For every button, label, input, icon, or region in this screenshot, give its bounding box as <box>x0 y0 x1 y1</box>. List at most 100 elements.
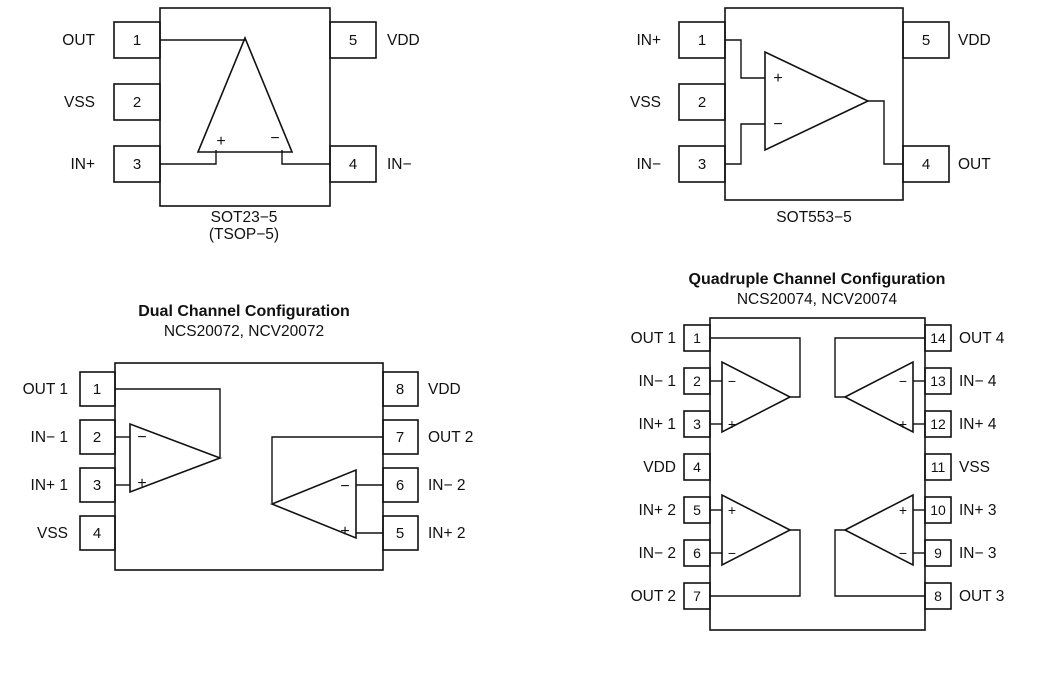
sot553-caption: SOT553−5 <box>776 209 851 226</box>
quad-pin9-number: 9 <box>934 545 942 561</box>
quad-pin1-label: OUT 1 <box>631 330 676 347</box>
sot23-pin3-label: IN+ <box>70 156 95 173</box>
sot553-pin3-label: IN− <box>636 156 661 173</box>
quad-opamp2-plus-sign: + <box>728 502 736 518</box>
quad-opamp3-minus-sign: − <box>899 545 907 561</box>
sot553-pin3-number: 3 <box>698 156 706 173</box>
dual-pin5-number: 5 <box>396 525 404 542</box>
sot23-minus-sign: − <box>270 130 279 147</box>
sot553-pin5-box <box>902 21 950 59</box>
sot553-inverting-input-wire <box>725 123 765 165</box>
dual-pin4-label: VSS <box>37 525 68 542</box>
sot23-caption-line2: (TSOP−5) <box>209 226 279 243</box>
quad-pin11-number: 11 <box>931 459 946 475</box>
quad-pin14-number: 14 <box>930 330 946 346</box>
sot23-pin4-label: IN− <box>387 156 412 173</box>
quad-pin7-label: OUT 2 <box>631 588 676 605</box>
quad-pin12-number: 12 <box>930 416 946 432</box>
dual-pin7-label: OUT 2 <box>428 429 473 446</box>
sot23-pin5-number: 5 <box>349 32 357 49</box>
dual-opamp1-triangle <box>129 422 223 494</box>
sot23-package-diagram: 1 OUT 2 VSS 3 IN+ 5 VDD 4 IN− + − SOT23−… <box>62 7 420 243</box>
dual-pin3-number: 3 <box>93 477 101 494</box>
sot23-opamp-triangle <box>196 35 294 153</box>
quad-pin10-number: 10 <box>930 502 946 518</box>
quad-pin1-number: 1 <box>693 330 701 346</box>
sot553-body <box>724 7 904 201</box>
sot23-plus-sign: + <box>216 133 225 150</box>
sot23-pin1-number: 1 <box>133 32 141 49</box>
dual-opamp2-minus-sign: − <box>340 478 349 495</box>
sot553-pin1-label: IN+ <box>636 32 661 49</box>
quad-pin13-number: 13 <box>930 373 946 389</box>
dual-pin4-number: 4 <box>93 525 101 542</box>
dual-pin1-label: OUT 1 <box>23 381 68 398</box>
sot23-pin3-number: 3 <box>133 156 141 173</box>
quad-opamp2-minus-sign: − <box>728 545 736 561</box>
quad-pin4-label: VDD <box>643 459 676 476</box>
sot23-pin4-number: 4 <box>349 156 357 173</box>
quad-pin8-label: OUT 3 <box>959 588 1004 605</box>
dual-opamp2-plus-sign: + <box>340 523 349 540</box>
dual-title: Dual Channel Configuration <box>138 303 350 320</box>
dual-pin6-number: 6 <box>396 477 404 494</box>
sot553-plus-sign: + <box>773 70 782 87</box>
sot553-output-wire <box>868 100 903 165</box>
quad-opamp3-triangle <box>843 493 914 567</box>
dual-pin8-number: 8 <box>396 381 404 398</box>
sot23-pin5-box <box>329 21 377 59</box>
quad-opamp1-output-wire <box>710 337 801 398</box>
sot553-minus-sign: − <box>773 116 782 133</box>
dual-opamp1-minus-sign: − <box>137 429 146 446</box>
sot23-pin2-label: VSS <box>64 94 95 111</box>
quad-pin6-number: 6 <box>693 545 701 561</box>
dual-pin2-number: 2 <box>93 429 101 446</box>
quad-opamp1-minus-sign: − <box>728 373 736 389</box>
dual-opamp1-output-wire <box>115 388 221 457</box>
dual-pin1-number: 1 <box>93 381 101 398</box>
quad-opamp4-output-wire <box>834 337 925 398</box>
dual-pin5-label: IN+ 2 <box>428 525 465 542</box>
quad-pin12-label: IN+ 4 <box>959 416 997 433</box>
quad-pin5-label: IN+ 2 <box>639 502 676 519</box>
quad-opamp4-triangle <box>843 360 914 434</box>
quad-pin6-label: IN− 2 <box>639 545 676 562</box>
quad-pin3-number: 3 <box>693 416 701 432</box>
dual-opamp2-triangle <box>269 468 357 540</box>
sot553-pin1-number: 1 <box>698 32 706 49</box>
sot553-noninverting-input-wire <box>725 39 765 79</box>
dual-pin8-box <box>382 371 419 407</box>
sot553-pin4-label: OUT <box>958 156 991 173</box>
sot553-pin5-label: VDD <box>958 32 991 49</box>
dual-body <box>114 362 384 571</box>
sot23-noninverting-input-wire <box>160 150 217 165</box>
quad-pin8-number: 8 <box>934 588 942 604</box>
sot23-pin5-label: VDD <box>387 32 420 49</box>
dual-package-diagram: Dual Channel Configuration NCS20072, NCV… <box>23 303 473 571</box>
quad-opamp3-output-wire <box>834 529 925 597</box>
quad-pin11-box <box>924 453 952 481</box>
quad-pin13-label: IN− 4 <box>959 373 997 390</box>
sot553-pin5-number: 5 <box>922 32 930 49</box>
sot553-pin4-number: 4 <box>922 156 930 173</box>
quad-pin10-label: IN+ 3 <box>959 502 996 519</box>
quad-pin4-number: 4 <box>693 459 701 475</box>
quad-pin4-box <box>683 453 711 481</box>
sot23-pin2-number: 2 <box>133 94 141 111</box>
dual-pin7-number: 7 <box>396 429 404 446</box>
dual-opamp2-output-wire <box>271 436 383 503</box>
dual-subtitle: NCS20072, NCV20072 <box>164 323 324 340</box>
dual-pin2-label: IN− 1 <box>31 429 68 446</box>
quad-opamp1-plus-sign: + <box>728 416 736 432</box>
sot553-pin2-label: VSS <box>630 94 661 111</box>
quad-opamp4-minus-sign: − <box>899 373 907 389</box>
sot553-pin2-box <box>678 83 726 121</box>
quad-opamp2-output-wire <box>710 529 801 597</box>
quad-opamp4-plus-sign: + <box>899 416 907 432</box>
sot553-opamp-triangle <box>764 50 870 152</box>
dual-pin6-label: IN− 2 <box>428 477 465 494</box>
quad-pin2-number: 2 <box>693 373 701 389</box>
sot23-output-wire <box>160 38 246 41</box>
sot23-pin2-box <box>113 83 161 121</box>
